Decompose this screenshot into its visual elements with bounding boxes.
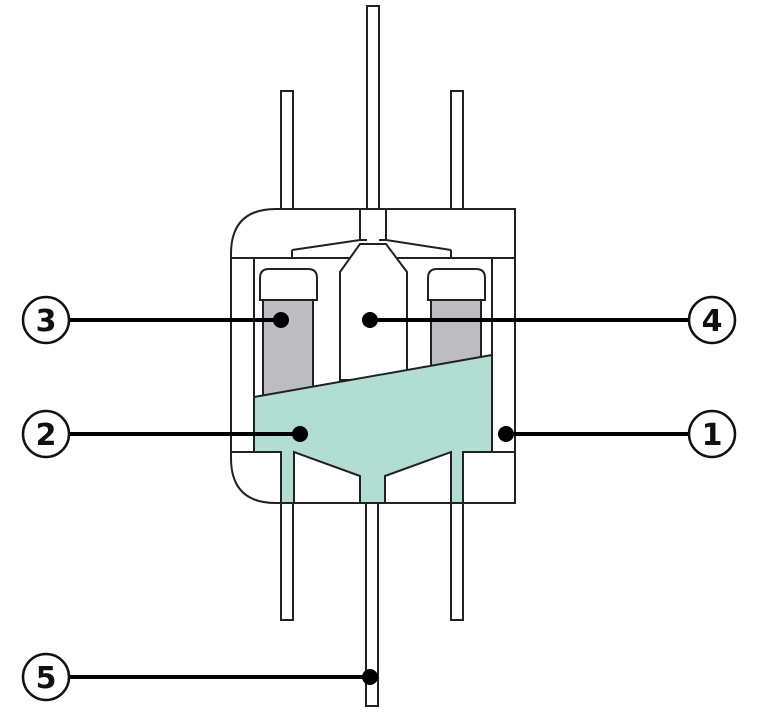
pin-caps: [259, 268, 486, 301]
callout-3-circle: [21, 295, 71, 345]
cap-right: [427, 268, 486, 301]
callout-4-label: 4: [702, 304, 723, 339]
cap-left: [259, 268, 318, 301]
callout-5-label: 5: [36, 661, 57, 696]
callout-3-label: 3: [36, 304, 57, 339]
callout-1-circle: [687, 409, 737, 459]
callout-2-circle: [21, 409, 71, 459]
contact-left: [262, 299, 314, 399]
callout-2: 2: [21, 409, 71, 459]
callout-1: 1: [687, 409, 737, 459]
lead-bottom-right: [450, 502, 464, 621]
dot-3: [273, 312, 289, 328]
callout-4: 4: [687, 295, 737, 345]
callout-4-circle: [687, 295, 737, 345]
bottom-leads: [280, 502, 464, 707]
lead-bottom-center: [365, 502, 379, 707]
center-v: [291, 209, 452, 258]
callout-5: 5: [21, 652, 71, 702]
callout-3: 3: [21, 295, 71, 345]
dot-5: [362, 669, 378, 685]
callout-2-label: 2: [36, 418, 57, 453]
lead-top-center: [366, 5, 380, 243]
callout-5-circle: [21, 652, 71, 702]
center-contact: [339, 243, 408, 381]
dot-1: [498, 426, 514, 442]
leaders: [70, 312, 688, 685]
dot-2: [292, 426, 308, 442]
green-base: [253, 353, 493, 504]
right-wall: [491, 257, 516, 453]
lead-bottom-left: [280, 502, 294, 621]
dot-4: [362, 312, 378, 328]
callout-1-label: 1: [702, 418, 723, 453]
contact-right: [430, 299, 482, 369]
